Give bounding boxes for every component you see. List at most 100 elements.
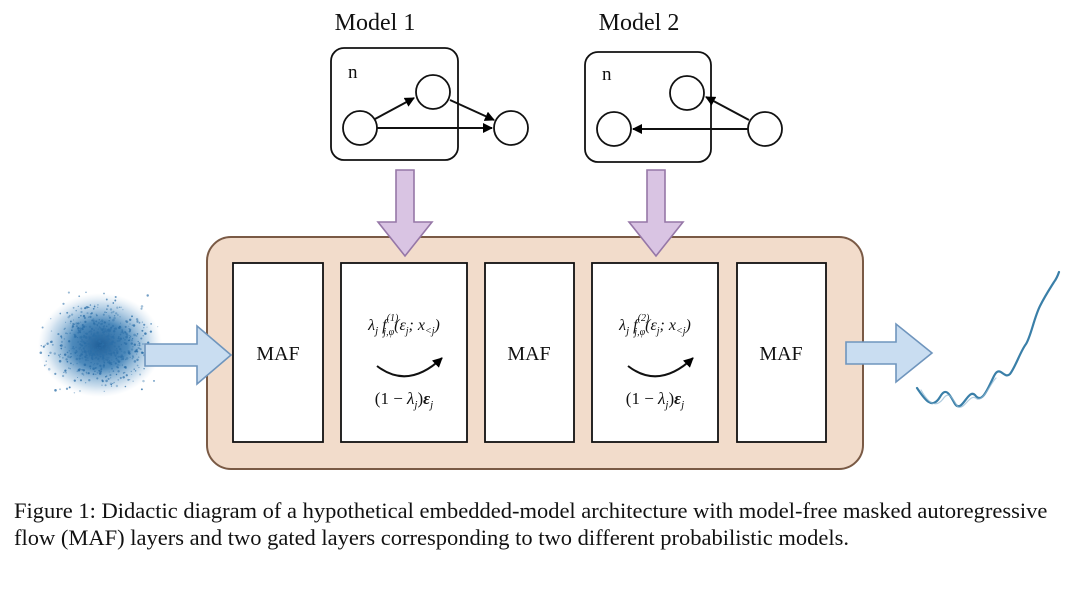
noise-sample-dot: [114, 349, 117, 352]
noise-sample-dot: [140, 307, 143, 310]
noise-sample-dot: [46, 342, 49, 345]
noise-sample-dot: [113, 333, 115, 335]
noise-sample-dot: [86, 354, 88, 356]
noise-sample-dot: [78, 316, 80, 319]
model-1-edge-a-b: [374, 97, 415, 120]
noise-sample-dot: [98, 319, 100, 321]
noise-sample-dot: [118, 326, 122, 329]
noise-sample-dot: [72, 346, 75, 348]
noise-sample-dot: [82, 314, 86, 318]
noise-sample-dot: [83, 316, 86, 320]
noise-sample-dot: [73, 392, 76, 394]
architecture-diagram: Model 1 n Model 2 n MAF λj f(1)j,φ(εj; x…: [38, 10, 1061, 470]
noise-sample-dot: [129, 318, 132, 321]
noise-sample-dot: [73, 379, 76, 382]
noise-sample-dot: [79, 361, 81, 363]
noise-sample-dot: [59, 312, 62, 315]
noise-sample-dot: [114, 299, 117, 302]
noise-sample-dot: [102, 365, 105, 368]
noise-sample-dot: [78, 322, 80, 324]
layer-gated-1: λj f(1)j,φ(εj; x<j) (1 − λj)εj: [340, 262, 468, 443]
noise-sample-dot: [76, 370, 79, 373]
noise-sample-dot: [86, 340, 88, 342]
model-2-plate: n: [584, 51, 783, 163]
noise-sample-dot: [121, 364, 123, 366]
noise-sample-dot: [139, 373, 142, 376]
noise-sample-dot: [82, 340, 85, 343]
model-1-title: Model 1: [335, 10, 416, 36]
noise-sample-dot: [110, 334, 112, 336]
layer-maf-2-label: MAF: [507, 343, 550, 365]
noise-sample-dot: [128, 328, 132, 331]
noise-sample-dot: [102, 313, 105, 316]
noise-sample-dot: [113, 381, 115, 384]
noise-sample-dot: [50, 318, 52, 320]
noise-sample-dot: [76, 376, 79, 379]
noise-sample-dot: [85, 354, 87, 356]
noise-sample-dot: [93, 344, 95, 346]
noise-sample-dot: [106, 308, 108, 311]
noise-sample-dot: [88, 325, 92, 329]
noise-sample-dot: [91, 347, 95, 350]
noise-sample-dot: [82, 347, 85, 350]
noise-sample-dot: [104, 384, 107, 387]
noise-sample-dot: [85, 353, 87, 355]
noise-sample-dot: [101, 321, 103, 323]
noise-sample-dot: [86, 356, 89, 360]
noise-sample-dot: [60, 335, 63, 338]
noise-sample-dot: [124, 325, 127, 328]
noise-sample-dot: [117, 355, 120, 359]
noise-sample-dot: [83, 363, 87, 366]
noise-sample-dot: [103, 328, 107, 331]
noise-sample-dot: [88, 349, 90, 351]
noise-sample-dot: [117, 360, 119, 362]
noise-sample-dot: [71, 329, 73, 331]
noise-sample-dot: [117, 314, 119, 316]
noise-sample-dot: [59, 353, 62, 355]
noise-sample-dot: [91, 339, 93, 341]
noise-sample-dot: [57, 333, 60, 336]
noise-sample-dot: [80, 329, 82, 331]
noise-sample-dot: [118, 355, 121, 358]
noise-sample-dot: [77, 341, 79, 343]
noise-sample-dot: [95, 327, 97, 329]
noise-sample-dot: [143, 367, 145, 370]
layer-maf-3-label: MAF: [759, 343, 802, 365]
noise-sample-dot: [111, 343, 113, 346]
noise-sample-dot: [84, 307, 87, 310]
noise-sample-dot: [77, 305, 79, 308]
noise-sample-dot: [83, 350, 87, 354]
noise-sample-dot: [113, 327, 116, 331]
noise-sample-dot: [138, 366, 140, 369]
noise-sample-dot: [58, 359, 62, 363]
noise-sample-dot: [104, 358, 107, 361]
noise-sample-dot: [67, 291, 70, 294]
noise-sample-dot: [44, 344, 47, 347]
noise-sample-dot: [117, 363, 120, 366]
noise-sample-dot: [75, 325, 78, 328]
noise-sample-dot: [136, 353, 138, 355]
noise-sample-dot: [129, 337, 131, 339]
noise-sample-dot: [92, 318, 95, 321]
noise-sample-dot: [101, 384, 103, 386]
noise-sample-dot: [121, 331, 124, 334]
noise-sample-dot: [101, 367, 103, 369]
noise-sample-dot: [77, 368, 81, 372]
noise-sample-dot: [116, 306, 119, 309]
noise-sample-dot: [83, 334, 86, 338]
noise-sample-dot: [128, 335, 131, 337]
noise-sample-dot: [88, 336, 91, 339]
noise-sample-dot: [54, 372, 57, 375]
noise-sample-dot: [73, 323, 75, 325]
noise-sample-dot: [102, 325, 105, 328]
noise-sample-dot: [104, 322, 106, 324]
model-2-title: Model 2: [599, 10, 680, 36]
noise-sample-dot: [140, 388, 143, 391]
noise-sample-dot: [94, 370, 96, 373]
noise-sample-dot: [66, 333, 68, 335]
noise-sample-dot: [110, 326, 112, 329]
noise-sample-dot: [88, 346, 90, 348]
noise-sample-dot: [101, 337, 103, 340]
noise-sample-dot: [40, 345, 43, 347]
noise-sample-dot: [94, 354, 96, 356]
